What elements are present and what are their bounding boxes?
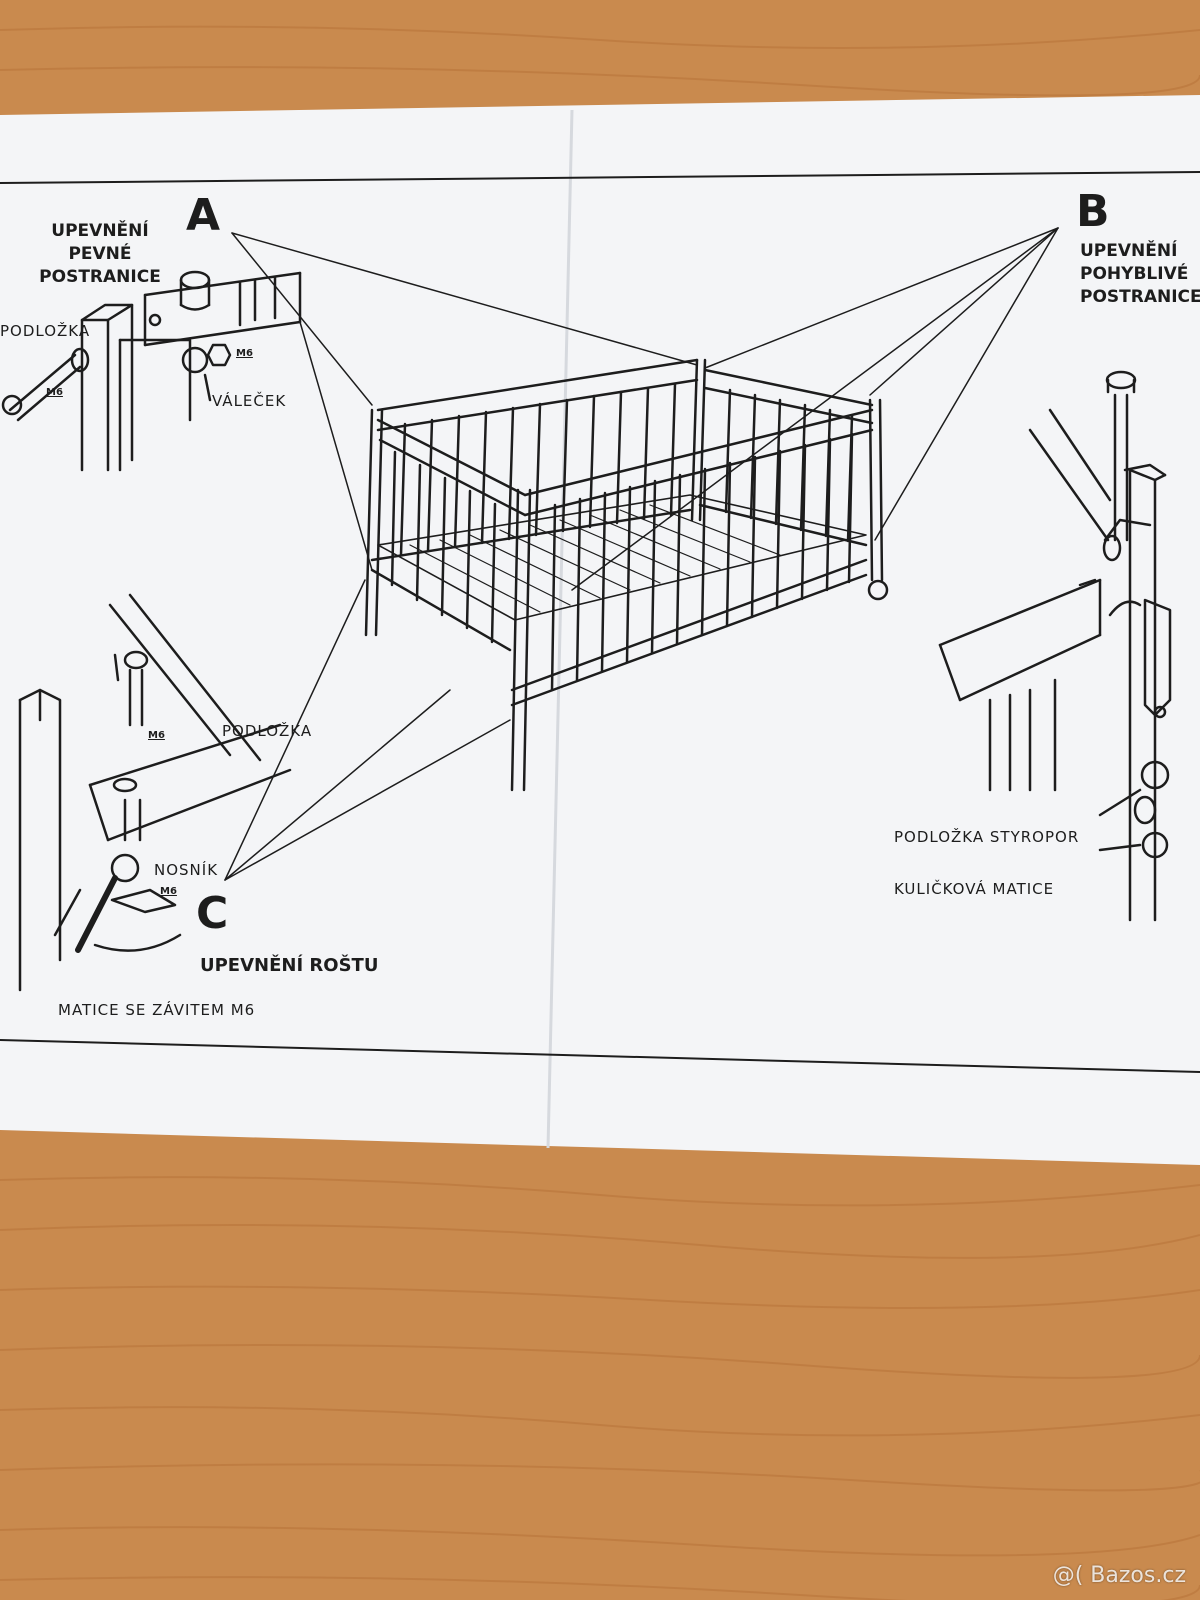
crib-rear-top-rail — [376, 358, 699, 412]
section-c-washer-label: PODLOŽKA — [222, 722, 313, 740]
crib-front-top-rail — [523, 408, 874, 497]
frame-top-rule — [0, 171, 1200, 184]
section-b-heading-line-2: POHYBLIVÉ — [1080, 264, 1189, 284]
ball-nut — [1141, 831, 1169, 859]
section-a-bolt-tag: M6 — [46, 387, 63, 398]
styrofoam-washer — [1140, 760, 1170, 790]
watermark: @( Bazos.cz — [1052, 1563, 1186, 1588]
detail-c-base-fixing — [18, 593, 292, 992]
section-a-letter: A — [186, 190, 221, 241]
crib-caster — [867, 579, 889, 601]
roller-part — [181, 346, 209, 374]
section-b-ball-nut-label: KULIČKOVÁ MATICE — [894, 880, 1055, 898]
hex-nut — [206, 343, 232, 367]
section-c-nut-label: MATICE SE ZÁVITEM M6 — [58, 1001, 256, 1019]
section-b-letter: B — [1076, 186, 1110, 237]
section-a-nut-tag: M6 — [236, 348, 253, 359]
callout-lines — [224, 227, 1059, 881]
section-c-bolt-tag: M6 — [148, 730, 165, 741]
section-c-nut-tag: M6 — [160, 886, 177, 897]
section-c-beam-label: NOSNÍK — [154, 861, 219, 879]
detail-a-fixed-side-joint — [1, 270, 302, 472]
section-c-heading: UPEVNĚNÍ ROŠTU — [200, 955, 379, 976]
section-a-heading: UPEVNĚNÍ PEVNÉ POSTRANICE — [30, 220, 170, 289]
eye-bolt-ring — [110, 853, 140, 883]
section-a-heading-line-1: UPEVNĚNÍ — [51, 221, 149, 241]
section-c-letter: C — [196, 888, 229, 939]
bolt-head — [123, 650, 149, 670]
section-b-heading-line-3: POSTRANICE — [1080, 287, 1200, 307]
section-a-washer-label: PODLOŽKA — [0, 322, 91, 340]
section-b-heading: UPEVNĚNÍ POHYBLIVÉ POSTRANICE — [1080, 240, 1200, 309]
detail-b-movable-side-joint — [938, 370, 1172, 922]
section-a-heading-line-2: PEVNÉ — [68, 244, 132, 264]
crib-drawing — [364, 358, 889, 792]
paper-sheet — [0, 95, 1200, 1165]
crib-slatted-base — [377, 494, 867, 621]
section-a-roller-label: VÁLEČEK — [212, 392, 287, 410]
section-b-styrofoam-washer-label: PODLOŽKA STYROPOR — [894, 828, 1080, 846]
frame-bottom-rule — [0, 1039, 1200, 1073]
section-a-heading-line-3: POSTRANICE — [39, 267, 161, 287]
paper-fold-line — [546, 109, 574, 1149]
section-b-heading-line-1: UPEVNĚNÍ — [1080, 241, 1178, 261]
